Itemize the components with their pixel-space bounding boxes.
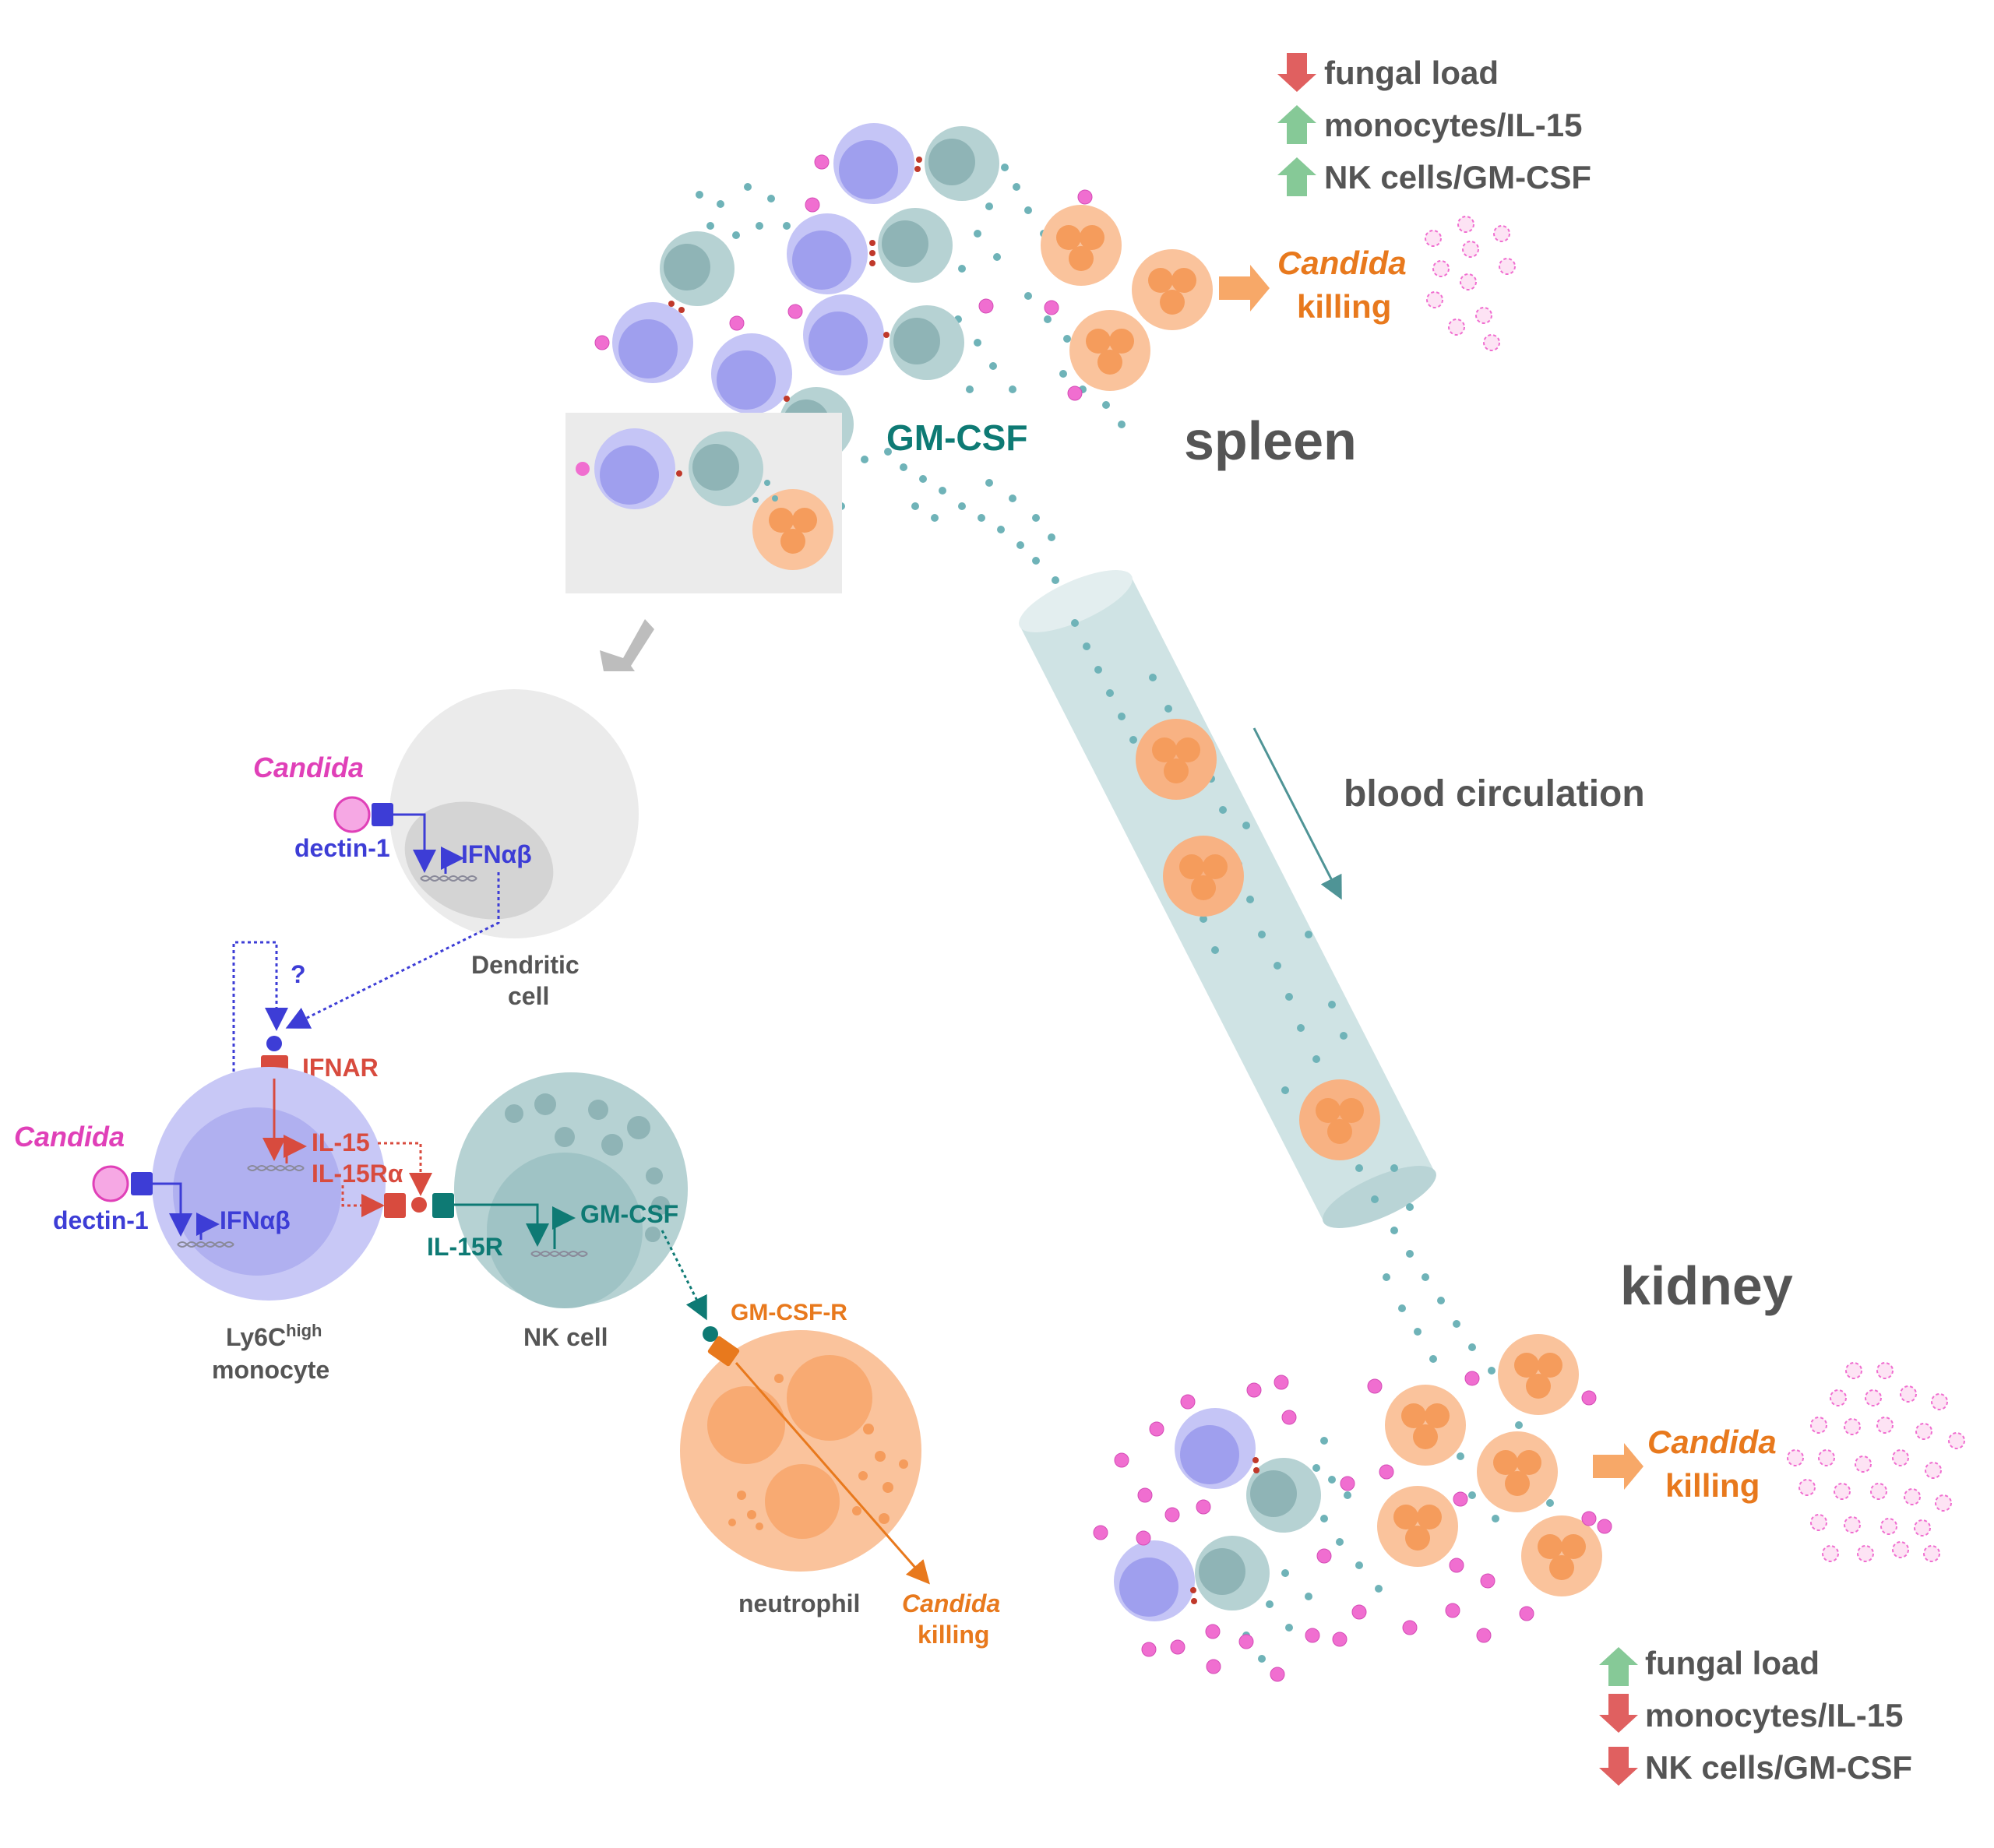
up-arrow-icon bbox=[1599, 1647, 1638, 1686]
kidney-monocytes bbox=[1114, 1408, 1256, 1621]
spleen-gmcsf-label: GM-CSF bbox=[886, 417, 1027, 458]
nk-transcription-arrow bbox=[552, 1206, 576, 1249]
mono-dectin-receptor bbox=[131, 1172, 153, 1195]
neut-candida: Candida bbox=[902, 1589, 1000, 1617]
circulation-arrow bbox=[1252, 727, 1342, 900]
kidney-killing: Candida killing bbox=[1593, 1362, 1965, 1562]
mono-candida-icon bbox=[92, 1165, 129, 1202]
gmcsf-to-neutrophil-arrow bbox=[661, 1230, 707, 1321]
spleen-killing: Candida killing bbox=[1219, 216, 1516, 351]
spleen-cluster bbox=[565, 123, 1213, 671]
il15r-label: IL-15R bbox=[427, 1233, 503, 1261]
mono-transcription-arrow bbox=[196, 1213, 220, 1240]
nk-label: NK cell bbox=[523, 1323, 608, 1351]
gmcsfr-label: GM-CSF-R bbox=[731, 1300, 847, 1325]
spleen-synapses bbox=[668, 157, 922, 402]
spleen-neutrophils bbox=[1041, 205, 1213, 391]
kidney-synapses bbox=[1190, 1457, 1259, 1604]
nk-gmcsf-label: GM-CSF bbox=[580, 1200, 678, 1228]
il15ra-receptor bbox=[384, 1193, 406, 1218]
mono-label-2: monocyte bbox=[212, 1356, 329, 1384]
kidney-legend: fungal load monocytes/IL-15 NK cells/GM-… bbox=[1599, 1645, 1912, 1786]
kidney-nk-cells bbox=[1195, 1458, 1321, 1610]
spleen-legend: fungal load monocytes/IL-15 NK cells/GM-… bbox=[1277, 53, 1591, 196]
kidney-killing-candida: Candida bbox=[1647, 1424, 1777, 1460]
dc-dna-icon bbox=[420, 875, 477, 882]
nk-signal-arrow bbox=[454, 1203, 549, 1247]
up-arrow-icon bbox=[1277, 105, 1316, 144]
kidney-legend-1: fungal load bbox=[1645, 1645, 1820, 1681]
neutrophil-label: neutrophil bbox=[738, 1589, 860, 1617]
kidney-legend-2: monocytes/IL-15 bbox=[1645, 1697, 1903, 1734]
down-arrow-icon bbox=[1277, 53, 1316, 92]
orange-arrow-icon bbox=[1219, 265, 1270, 312]
kidney-killing-word: killing bbox=[1665, 1467, 1760, 1504]
spleen-title: spleen bbox=[1184, 410, 1357, 471]
mono-ifn: IFNαβ bbox=[220, 1206, 291, 1234]
vessel-neutrophils bbox=[1136, 719, 1380, 1160]
blood-vessel bbox=[1019, 570, 1436, 1228]
kidney-neutrophils bbox=[1377, 1334, 1602, 1596]
neutrophil bbox=[680, 1330, 921, 1572]
inset-cells bbox=[576, 428, 833, 570]
dc-to-ifnar-arrow bbox=[285, 872, 500, 1029]
il15-ligand bbox=[411, 1197, 427, 1213]
spleen-killing-candida: Candida bbox=[1277, 245, 1407, 281]
up-arrow-icon bbox=[1277, 157, 1316, 196]
mono-dna-icon bbox=[247, 1165, 305, 1171]
dc-signal-arrow bbox=[393, 813, 436, 873]
orange-arrow-icon bbox=[1593, 1443, 1643, 1490]
il15-label: IL-15 bbox=[312, 1128, 370, 1156]
dc-candida-icon bbox=[333, 796, 371, 833]
down-arrow-icon bbox=[1599, 1694, 1638, 1733]
dc-transcription-arrow bbox=[441, 847, 464, 874]
il15ra-label: IL-15Rα bbox=[312, 1160, 403, 1188]
dc-dectin: dectin-1 bbox=[294, 834, 390, 862]
il15ra-to-receptor-arrow bbox=[341, 1185, 385, 1217]
mono-candida: Candida bbox=[14, 1121, 125, 1153]
neutrophil-killing-arrow bbox=[735, 1362, 930, 1585]
gmcsf-ligand bbox=[703, 1326, 718, 1342]
spleen-legend-1: fungal load bbox=[1324, 55, 1499, 91]
dc-candida: Candida bbox=[253, 752, 364, 783]
il15r-receptor bbox=[432, 1193, 454, 1218]
spleen-legend-2: monocytes/IL-15 bbox=[1324, 107, 1582, 143]
kidney-cluster bbox=[1093, 1227, 1612, 1682]
dc-dectin-receptor bbox=[372, 803, 393, 826]
il15-to-ligand-arrow bbox=[378, 1142, 432, 1196]
kidney-candida bbox=[1093, 1371, 1612, 1682]
mono-dectin: dectin-1 bbox=[53, 1206, 149, 1234]
ifn-ligand bbox=[266, 1036, 282, 1051]
circulation-label: blood circulation bbox=[1344, 773, 1645, 815]
dendritic-cell bbox=[389, 689, 639, 938]
dc-ifn: IFNαβ bbox=[461, 840, 532, 868]
spleen-killing-word: killing bbox=[1297, 288, 1391, 325]
neut-killing: killing bbox=[918, 1621, 989, 1649]
spleen-dead-candida bbox=[1425, 216, 1516, 351]
question-mark: ? bbox=[291, 960, 306, 988]
mono-dna2-icon bbox=[177, 1241, 234, 1248]
mono-signal-arrow bbox=[153, 1182, 192, 1237]
dc-label-1: Dendritic bbox=[471, 951, 580, 979]
nk-dna-icon bbox=[530, 1251, 588, 1257]
autocrine-loop-arrow bbox=[232, 941, 288, 1215]
il15-transcription-arrow bbox=[284, 1135, 307, 1163]
gmcsfr-receptor bbox=[707, 1336, 740, 1367]
zoom-arrow-icon bbox=[600, 619, 654, 671]
down-arrow-icon bbox=[1599, 1747, 1638, 1786]
spleen-legend-3: NK cells/GM-CSF bbox=[1324, 159, 1591, 195]
kidney-dead-candida bbox=[1787, 1362, 1965, 1562]
nk-cell bbox=[454, 1072, 688, 1308]
kidney-title: kidney bbox=[1620, 1255, 1793, 1316]
dc-label-2: cell bbox=[508, 982, 549, 1010]
kidney-legend-3: NK cells/GM-CSF bbox=[1645, 1749, 1912, 1786]
spleen-monocytes bbox=[612, 123, 914, 414]
spleen-candida bbox=[594, 154, 1093, 401]
mono-label-1: Ly6Chigh bbox=[226, 1321, 322, 1351]
mechanism-panel: Candida dectin-1 IFNαβ Dendritic cell ? … bbox=[14, 689, 1000, 1649]
